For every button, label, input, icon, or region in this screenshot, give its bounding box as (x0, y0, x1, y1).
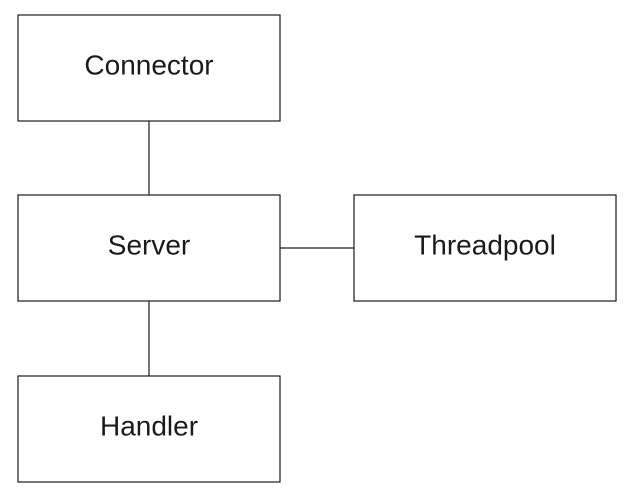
node-threadpool: Threadpool (353, 194, 617, 302)
node-handler: Handler (17, 375, 281, 483)
node-connector-label: Connector (84, 50, 213, 81)
node-connector: Connector (17, 14, 281, 122)
node-handler-box (17, 375, 281, 483)
node-connector-box (17, 14, 281, 122)
node-server: Server (17, 194, 281, 302)
node-handler-label: Handler (100, 411, 198, 442)
node-threadpool-label: Threadpool (414, 230, 556, 261)
node-server-label: Server (108, 230, 190, 261)
node-threadpool-box (353, 194, 617, 302)
node-server-box (17, 194, 281, 302)
